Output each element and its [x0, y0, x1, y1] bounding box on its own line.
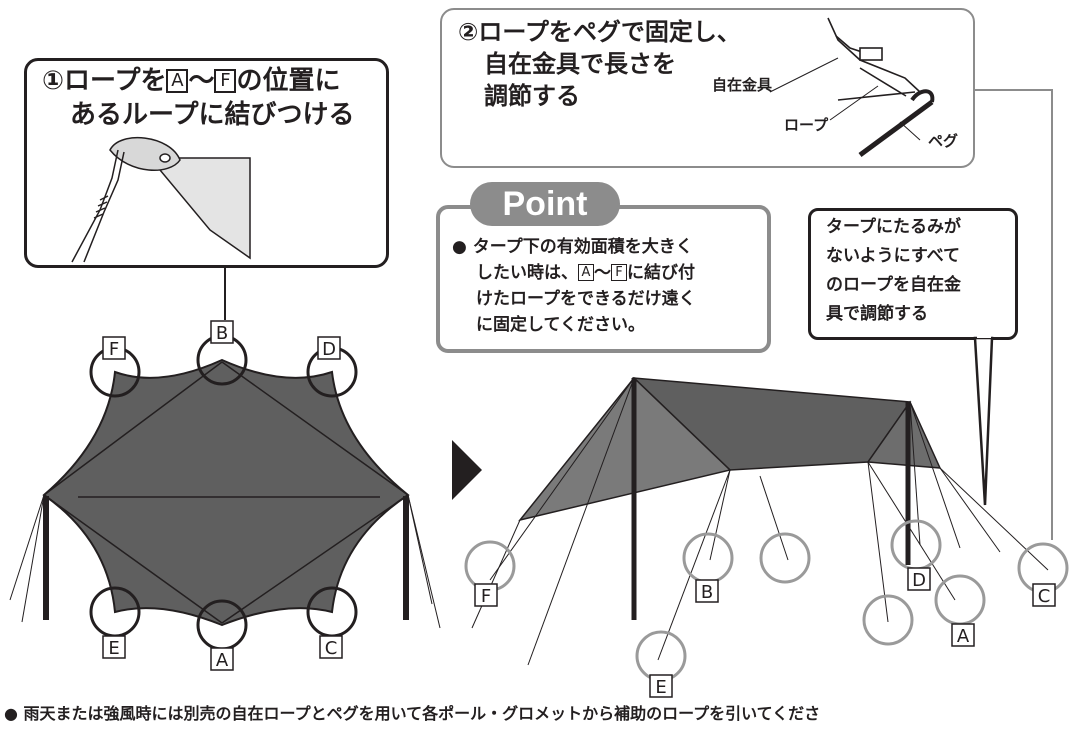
tip-box	[808, 208, 1018, 340]
point-line3: けたロープをできるだけ遠く	[476, 289, 696, 309]
step2-callout	[440, 8, 975, 168]
label-c: C	[325, 638, 338, 659]
step1-line2: あるループに結びつける	[70, 100, 355, 130]
point-line1: ● タープ下の有効面積を大きく	[452, 234, 693, 260]
tip-line4: 具で調節する	[826, 304, 928, 324]
footer-note: ● 雨天または強風時には別売の自在ロープとペグを用いて各ポール・グロメットから補…	[4, 704, 821, 723]
point-line4: に固定してください。	[476, 315, 645, 335]
step2-line3: 調節する	[484, 82, 580, 110]
tip-line1: タープにたるみが	[826, 217, 961, 237]
label-peg: ペグ	[928, 132, 959, 150]
point-text2-end: に結び付	[627, 263, 695, 283]
label-d-right: D	[912, 570, 926, 591]
tarp-perspective-view: F B D A C E	[464, 376, 1069, 698]
bullet: ●	[452, 237, 467, 257]
step2-line2: 自在金具で長さを	[484, 50, 676, 78]
step1-text-end: の位置に	[236, 66, 341, 96]
letter-f-box: F	[214, 69, 237, 93]
letter-a-box: A	[578, 264, 594, 281]
point-text1: タープ下の有効面積を大きく	[472, 237, 693, 257]
step1-text: ①ロープを	[42, 66, 167, 96]
fitting-illustration	[769, 17, 935, 158]
point-box	[436, 205, 771, 353]
tilde: 〜	[188, 66, 215, 96]
tip-line2: ないようにすべて	[826, 246, 960, 266]
letter-a-box: A	[166, 69, 189, 93]
label-d: D	[322, 339, 336, 360]
label-a: A	[216, 650, 229, 671]
arrow-right-icon	[452, 440, 482, 500]
label-c-right: C	[1038, 586, 1051, 607]
tilde: 〜	[594, 263, 611, 283]
tip-pointer	[973, 336, 994, 506]
label-a-right: A	[957, 626, 970, 647]
tarp-top-view: F B D E A C	[9, 320, 441, 671]
step2-line1: ②ロープをペグで固定し、	[458, 18, 741, 46]
diagram-graphics: F B D E A C	[9, 17, 1069, 698]
label-rope: ロープ	[784, 116, 829, 134]
label-fitting: 自在金具	[712, 76, 773, 94]
label-f: F	[109, 339, 119, 360]
letter-f-box: F	[611, 264, 627, 281]
point-text2: したい時は、	[476, 263, 578, 283]
label-f-right: F	[481, 586, 491, 607]
label-e: E	[108, 638, 119, 659]
label-e-right: E	[655, 677, 666, 698]
label-b-right: B	[701, 582, 713, 603]
label-b: B	[216, 323, 228, 344]
tip-line3: のロープを自在金	[826, 275, 961, 295]
loop-illustration	[71, 136, 251, 263]
point-title: Point	[470, 182, 620, 226]
connector-line-2	[975, 89, 1053, 540]
